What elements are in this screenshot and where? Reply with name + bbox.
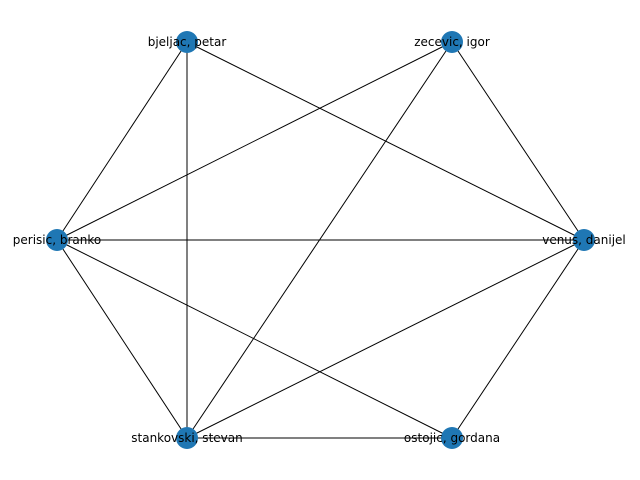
- node-zecevic: [441, 31, 463, 53]
- edge-perisic-ostojic: [56, 239, 453, 439]
- node-label-stankovski: stankovski, stevan: [131, 431, 242, 445]
- edge-venus-ostojic: [451, 239, 585, 439]
- node-ostojic: [441, 427, 463, 449]
- edge-zecevic-perisic: [56, 41, 453, 241]
- node-label-zecevic: zecevic, igor: [414, 35, 490, 49]
- edge-perisic-stankovski: [56, 239, 188, 439]
- nodes-layer: [46, 31, 595, 449]
- node-label-venus: venus, danijel: [542, 233, 626, 247]
- edge-venus-stankovski: [186, 239, 585, 439]
- edge-zecevic-venus: [451, 41, 585, 241]
- edge-bjeljac-perisic: [56, 41, 188, 241]
- node-perisic: [46, 229, 68, 251]
- node-stankovski: [176, 427, 198, 449]
- node-label-ostojic: ostojic, gordana: [404, 431, 500, 445]
- labels-layer: bjeljac, petar zecevic, igor perisic, bran…: [13, 35, 626, 445]
- node-label-perisic: perisic, branko: [13, 233, 101, 247]
- edges-layer: [56, 41, 585, 439]
- node-venus: [573, 229, 595, 251]
- node-bjeljac: [176, 31, 198, 53]
- node-label-bjeljac: bjeljac, petar: [148, 35, 227, 49]
